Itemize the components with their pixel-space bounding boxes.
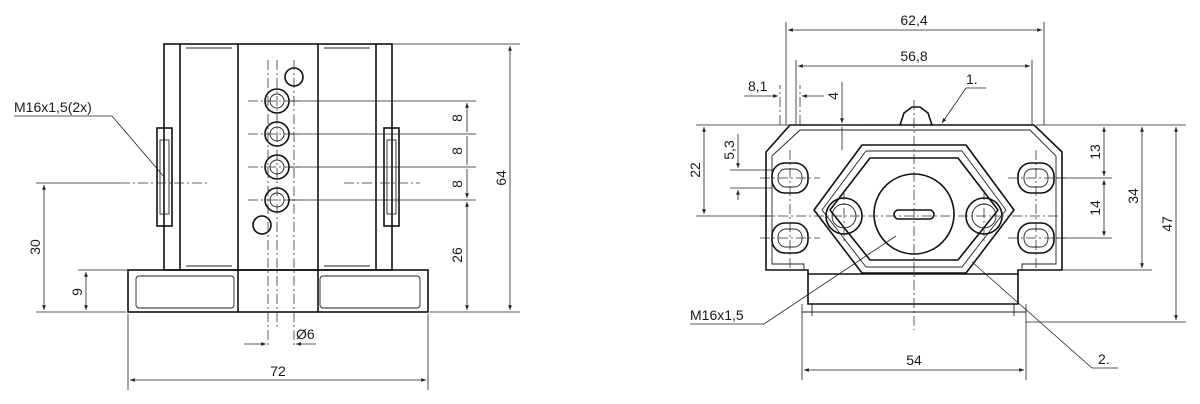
dim-30-ext [36,182,126,313]
side-thread-label: M16x1,5 [690,307,744,323]
dim-pitch-2: 8 [449,147,465,155]
front-centerlines [120,60,420,346]
dim-pitch-3: 8 [449,180,465,188]
dim-13-text: 13 [1087,144,1103,160]
dim-pitch-1: 8 [449,114,465,122]
dim-624-ext [785,22,1045,125]
front-base-left-pad [135,275,235,309]
left-boss-inner [159,139,170,215]
callout-2-leader [971,261,1118,369]
dim-pitch-ext [289,100,476,201]
dim-81-text: 8,1 [748,78,768,94]
top-cap [899,106,933,126]
front-thread-label: M16x1,5(2x) [14,99,92,115]
dim-34-text: 34 [1125,188,1141,204]
side-centerlines [760,85,1066,330]
side-view: 62,4 56,8 8,1 4 22 5,3 13 14 34 [687,12,1186,380]
callout-1-text: 1. [966,71,978,87]
front-body [163,43,393,271]
dim-14-text: 14 [1087,200,1103,216]
dim-4-text: 4 [825,92,841,100]
front-base-right-pad [319,275,421,309]
dim-53-ext [730,169,772,189]
dim-54-text: 54 [906,352,922,368]
dim-22-ext [696,124,790,217]
dim-568-text: 56,8 [900,48,927,64]
side-thread-leader [690,235,897,325]
dim-624-text: 62,4 [900,12,927,28]
dim-34-ext [1062,124,1152,271]
dim-64-text: 64 [493,170,509,186]
front-body-inner [186,47,370,267]
dim-53-text: 5,3 [721,140,737,160]
dim-72-ext [127,314,429,390]
right-boss [383,127,400,227]
dim-54-ext [801,304,1027,380]
front-view: 72 64 8 8 8 26 30 9 Ø6 M16x1,5(2x) [14,43,520,390]
dim-d6-text: Ø6 [296,326,315,342]
flange-inner [771,129,1057,270]
lower-housing [807,274,1019,305]
dim-30-text: 30 [27,239,43,255]
dim-568-ext [795,60,1033,125]
dim-1314-ext [1036,124,1112,239]
dim-26-text: 26 [449,247,465,263]
dim-72-text: 72 [270,363,286,379]
dim-47-text: 47 [1159,216,1175,232]
right-boss-inner [386,139,397,215]
dim-9-text: 9 [69,288,85,296]
front-holes [252,67,304,235]
gasket-outer [813,144,1015,274]
gasket-mid [821,150,1007,268]
dim-22-text: 22 [687,162,703,178]
thread-leader [14,115,166,179]
dim-64-ext [392,43,520,313]
callout-1-leader [941,87,986,124]
gasket-inner [829,157,999,261]
callout-2-text: 2. [1098,351,1110,367]
dim-47-ext [1026,124,1186,323]
left-boss [156,127,173,227]
front-body-edges [179,44,377,312]
